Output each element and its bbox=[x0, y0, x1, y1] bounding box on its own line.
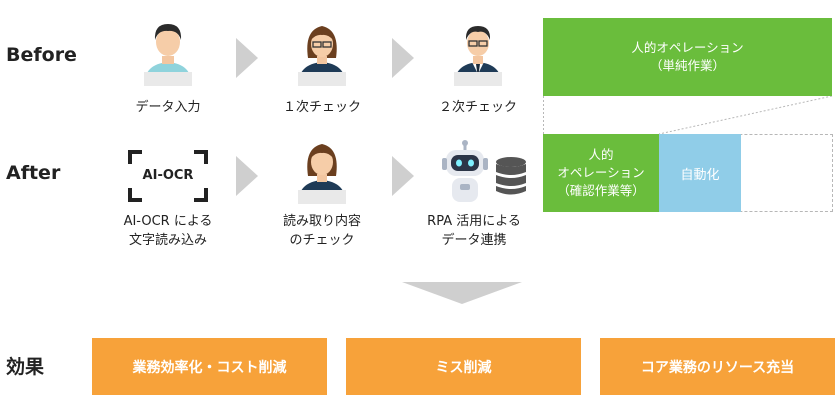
automation-bar: 自動化 bbox=[659, 134, 741, 212]
step-caption: データ入力 bbox=[135, 100, 201, 115]
step-caption: 読み取り内容 のチェック bbox=[262, 212, 382, 250]
caption-line: 読み取り内容 bbox=[282, 214, 361, 229]
bar-line: （単純作業） bbox=[649, 58, 725, 73]
bar-line: （確認作業等） bbox=[557, 183, 645, 198]
chevron-right-icon bbox=[392, 156, 414, 196]
chevron-right-icon bbox=[236, 38, 258, 78]
step-caption: RPA 活用による データ連携 bbox=[414, 212, 534, 250]
person-first-check-icon bbox=[298, 26, 346, 86]
bar-line: オペレーション bbox=[557, 165, 645, 180]
caption-line: AI-OCR による bbox=[123, 214, 213, 229]
person-second-check-icon bbox=[454, 26, 502, 86]
chevron-right-icon bbox=[392, 38, 414, 78]
step-caption: １次チェック bbox=[282, 100, 361, 115]
after-label: After bbox=[6, 162, 61, 184]
effect-label: 効果 bbox=[6, 356, 45, 378]
caption-line: RPA 活用による bbox=[427, 214, 521, 229]
before-label: Before bbox=[6, 44, 77, 66]
caption-line: データ連携 bbox=[441, 233, 507, 248]
bar-line: 人的オペレーション bbox=[631, 40, 744, 55]
effect-core-resources: コア業務のリソース充当 bbox=[600, 338, 835, 395]
caption-line: 文字読み込み bbox=[128, 233, 207, 248]
down-arrow-icon bbox=[402, 282, 522, 304]
database-icon bbox=[496, 157, 526, 195]
ai-ocr-icon-text: AI-OCR bbox=[142, 168, 194, 183]
person-content-check-icon bbox=[298, 144, 346, 204]
step-caption: AI-OCR による 文字読み込み bbox=[108, 212, 228, 250]
chevron-right-icon bbox=[236, 156, 258, 196]
ai-ocr-scan-icon bbox=[128, 150, 208, 202]
human-operation-bar: 人的オペレーション （単純作業） bbox=[543, 18, 832, 96]
bar-line: 人的 bbox=[588, 147, 614, 162]
robot-icon bbox=[442, 140, 488, 202]
effect-error-reduction: ミス削減 bbox=[346, 338, 581, 395]
caption-line: のチェック bbox=[289, 233, 355, 248]
step-caption: ２次チェック bbox=[438, 100, 517, 115]
person-data-entry-icon bbox=[144, 24, 192, 86]
human-check-bar: 人的 オペレーション （確認作業等） bbox=[543, 134, 659, 212]
shrink-connector bbox=[543, 96, 833, 135]
effect-efficiency: 業務効率化・コスト削減 bbox=[92, 338, 327, 395]
